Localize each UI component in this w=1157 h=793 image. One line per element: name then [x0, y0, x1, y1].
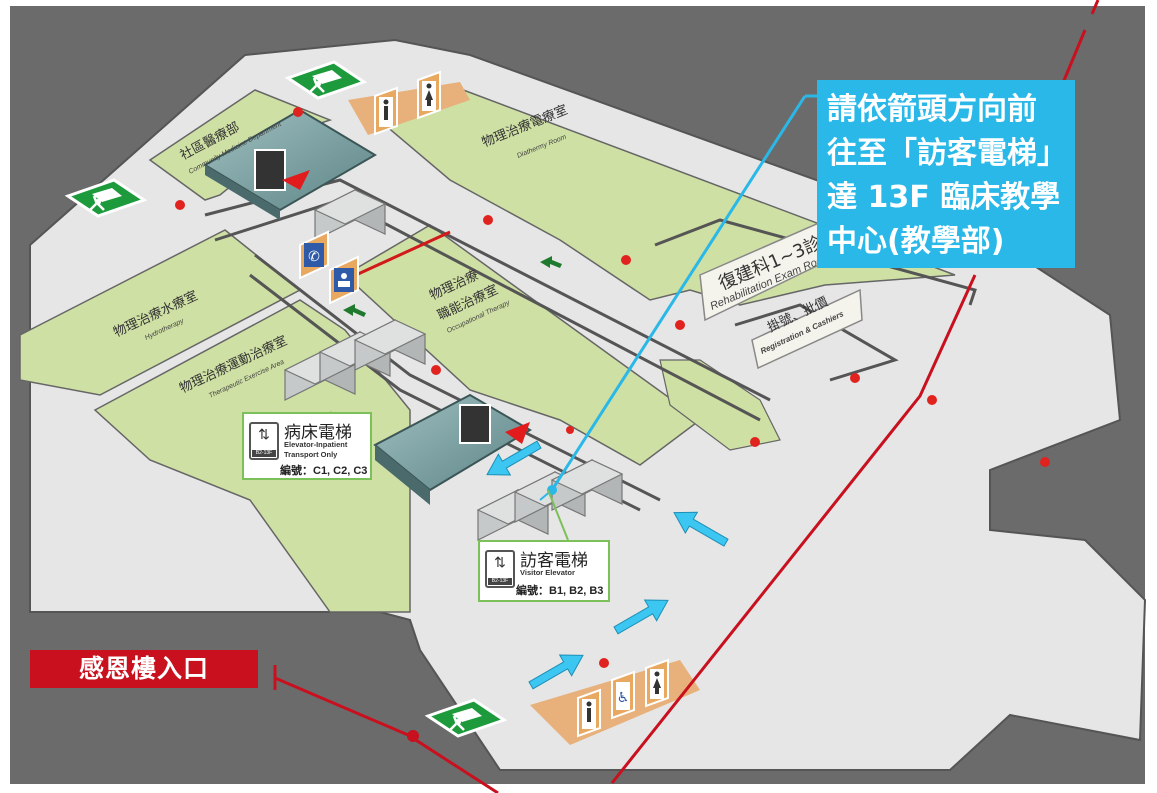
visitor-elevator-en: Visitor Elevator: [520, 568, 575, 577]
callout-line-1: 請依箭頭方向前: [827, 92, 1037, 127]
visitor-leader: [547, 489, 569, 541]
visitor-floor-tag: B2-13F: [488, 578, 512, 585]
callout-leader: [550, 94, 818, 491]
callout-line-3: 達 13F 臨床教學: [827, 180, 1061, 215]
escalator-lower: [373, 393, 532, 505]
red-line-corridor: [344, 230, 451, 282]
telephone-icon: ✆: [299, 230, 329, 280]
inpatient-floor-tag: B2-13F: [252, 450, 276, 457]
directions-callout: 請依箭頭方向前 往至「訪客電梯」 達 13F 臨床教學 中心(教學部): [817, 80, 1075, 268]
visitor-elevator-zh: 訪客電梯: [520, 551, 588, 571]
entrance-label: 感恩樓入口: [30, 650, 258, 688]
elevator-icon: ⇅ B2-13F: [249, 422, 279, 460]
callout-line-4: 中心(教學部): [827, 224, 1005, 259]
restroom-bottom: ♿: [530, 659, 700, 745]
svg-text:✆: ✆: [308, 249, 320, 265]
inpatient-elevator-en-2: Transport Only: [284, 450, 338, 459]
escalator-upper: [203, 108, 377, 220]
restroom-female-icon: [645, 659, 669, 707]
inpatient-elevator-card: ⇅ B2-13F 病床電梯 Elevator-Inpatient Transpo…: [242, 412, 372, 480]
accessible-restroom-icon: ♿: [611, 670, 635, 720]
room-hydrotherapy: [19, 229, 302, 396]
inpatient-elevator-en-1: Elevator-Inpatient: [284, 440, 348, 449]
corridor-walls: [204, 178, 977, 512]
callout-line-2: 往至「訪客電梯」: [827, 136, 1067, 171]
information-desk-icon: [329, 255, 359, 305]
visitor-elevator-numbers: 編號：B1, B2, B3: [516, 585, 604, 597]
door-markers: [175, 107, 1050, 668]
restroom-male-icon: [374, 87, 398, 135]
restroom-male-icon: [577, 689, 601, 737]
elevator-icon: ⇅ B2-13F: [485, 550, 515, 588]
inpatient-elevator-numbers: 編號：C1, C2, C3: [280, 465, 368, 477]
green-direction-arrows: [343, 256, 562, 317]
leader-tail: [539, 489, 553, 501]
visitor-elevator-card: ⇅ B2-13F 訪客電梯 Visitor Elevator 編號：B1, B2…: [478, 540, 610, 602]
entrance-marker: [407, 730, 419, 742]
inpatient-elevator-zh: 病床電梯: [284, 423, 352, 443]
restroom-female-icon: [417, 71, 441, 119]
svg-text:♿: ♿: [617, 690, 630, 706]
restroom-top: [348, 71, 470, 135]
